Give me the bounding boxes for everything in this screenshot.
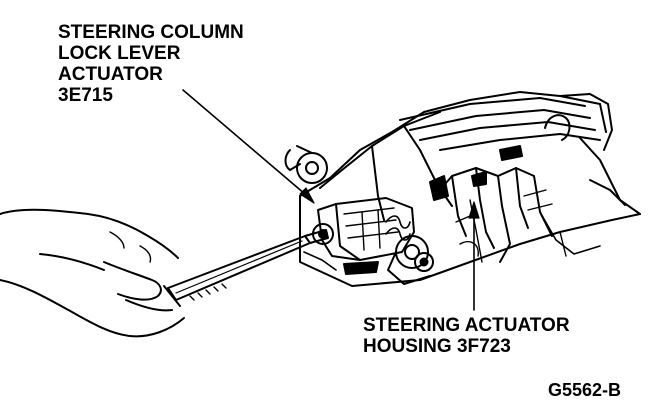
label-housing-line2: HOUSING 3F723 bbox=[363, 336, 511, 357]
hand bbox=[0, 208, 185, 338]
steering-column-assembly bbox=[284, 91, 641, 287]
screwdriver bbox=[163, 229, 329, 307]
leader-line-lock-lever bbox=[182, 89, 313, 201]
label-lock-lever-line2: LOCK LEVER bbox=[58, 43, 181, 64]
label-housing-line1: STEERING ACTUATOR bbox=[363, 315, 570, 336]
label-lock-lever-line1: STEERING COLUMN bbox=[58, 22, 244, 43]
label-lock-lever-line4: 3E715 bbox=[58, 85, 113, 106]
label-lock-lever-line3: ACTUATOR bbox=[58, 64, 163, 85]
label-steering-actuator-housing: STEERING ACTUATOR HOUSING 3F723 bbox=[363, 315, 570, 357]
leader-arrowhead-lock-lever bbox=[299, 187, 315, 204]
figure-id: G5562-B bbox=[548, 380, 622, 400]
label-lock-lever-actuator: STEERING COLUMN LOCK LEVER ACTUATOR 3E71… bbox=[58, 22, 244, 106]
